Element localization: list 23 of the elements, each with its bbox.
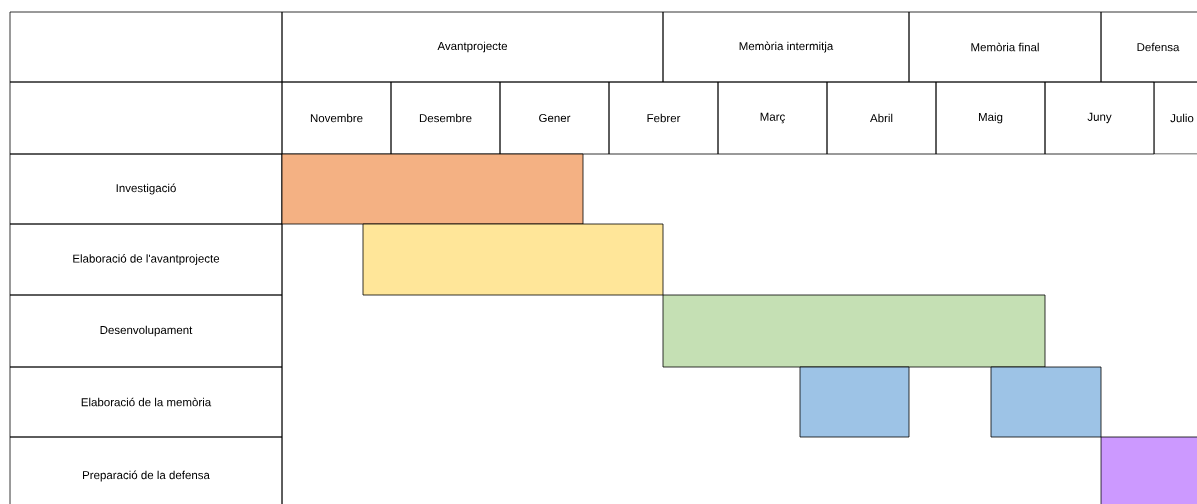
phase-header-cell: Memòria final [908,11,1102,83]
gantt-bar [362,223,664,296]
month-header-cell: Març [717,81,828,155]
task-name-cell: Elaboració de l'avantprojecte [9,223,283,296]
gantt-bar [1100,436,1197,504]
month-header-cell: Julio [1153,81,1197,155]
month-header-cell: Abril [826,81,937,155]
header-cell [9,11,283,83]
task-name-cell: Preparació de la defensa [9,436,283,504]
month-header-cell: Febrer [608,81,719,155]
gantt-bar [990,366,1102,438]
phase-header-cell: Defensa [1100,11,1197,83]
header-cell [9,81,283,155]
gantt-bar [662,294,1046,368]
month-header-cell: Maig [935,81,1046,155]
month-header-cell: Juny [1044,81,1155,155]
gantt-bar [799,366,910,438]
phase-header-cell: Avantprojecte [281,11,664,83]
gantt-bar [281,153,584,225]
task-name-cell: Investigació [9,153,283,225]
phase-header-cell: Memòria intermitja [662,11,910,83]
task-name-cell: Elaboració de la memòria [9,366,283,438]
task-name-cell: Desenvolupament [9,294,283,368]
